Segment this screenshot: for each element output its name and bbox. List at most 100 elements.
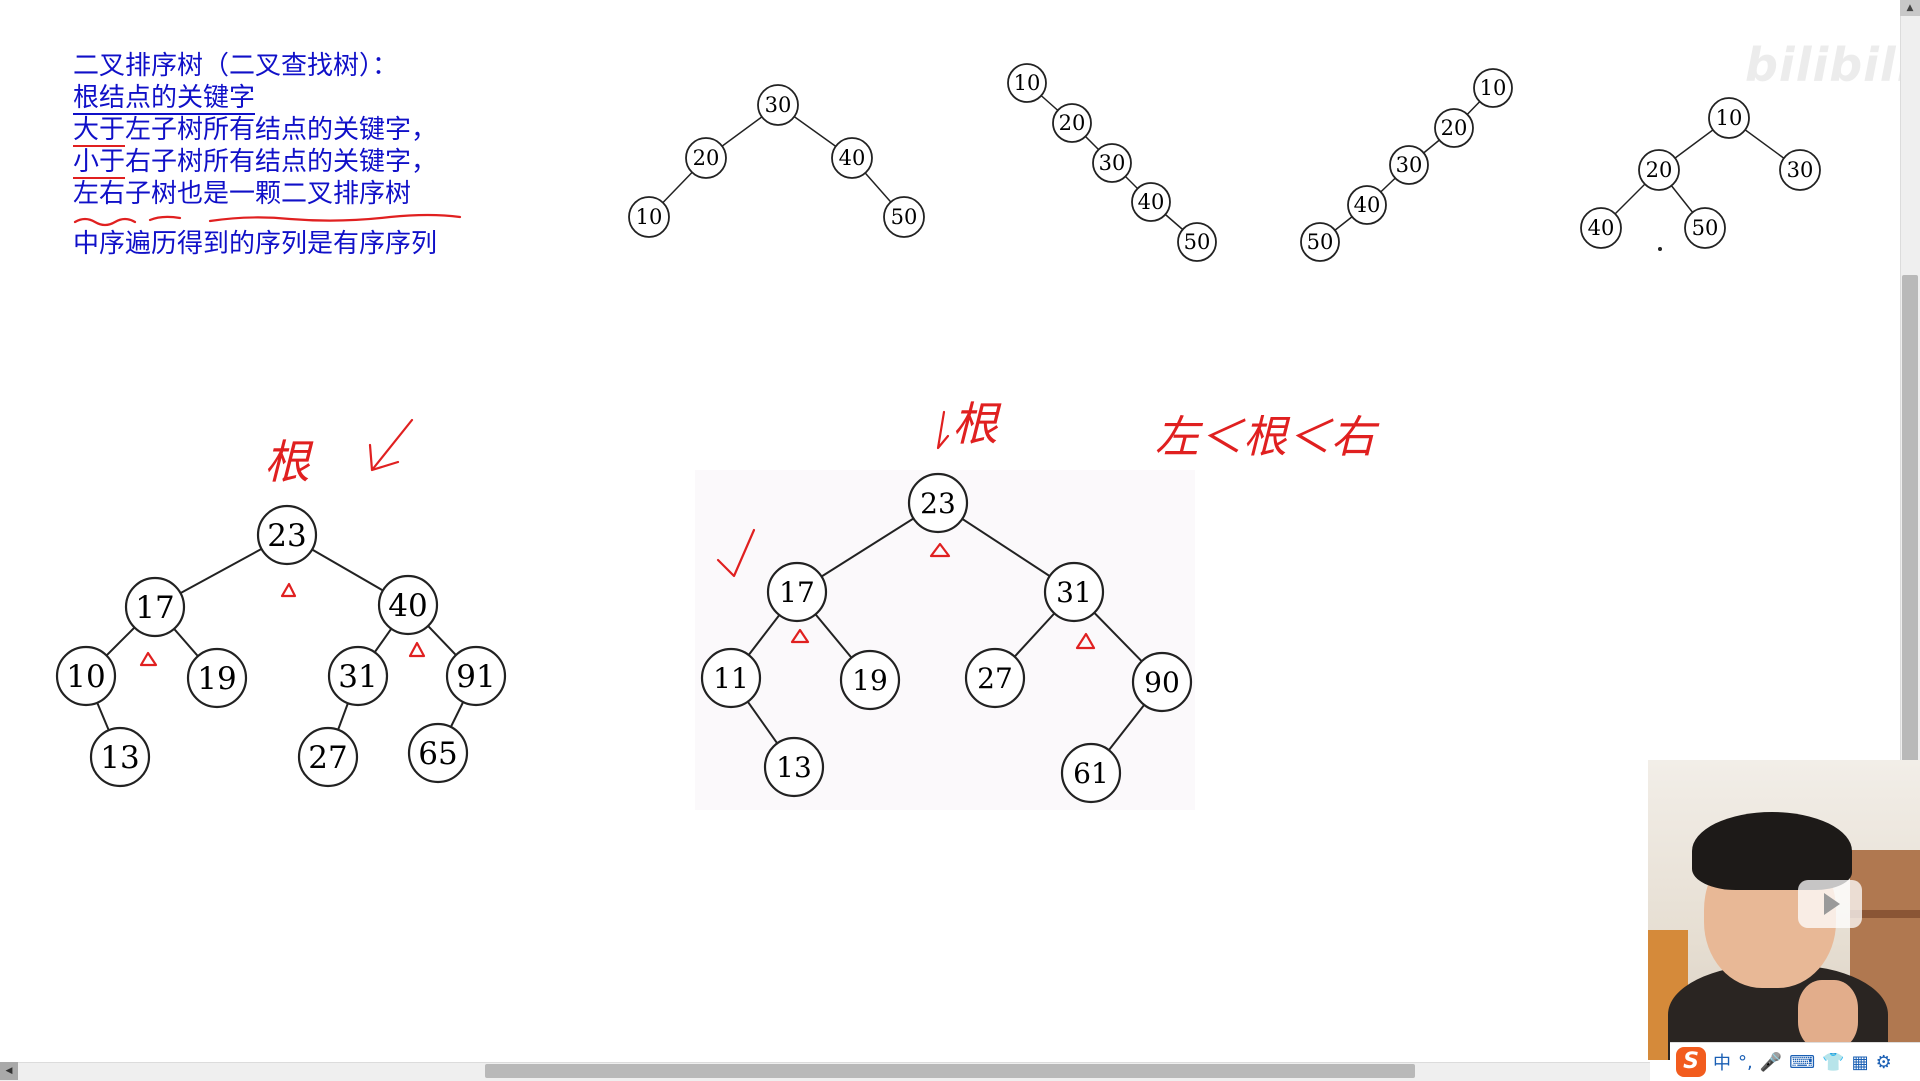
definition-line-3: 小于右子树所有结点的关键字， [73,146,438,179]
tree-node: 19 [186,647,248,709]
node-label: 20 [1646,158,1673,182]
tree-example-a: 23 17 40 10 19 31 91 13 27 65 [55,504,507,788]
tree-node: 50 [1684,207,1726,249]
tree-node: 40 [831,137,873,179]
inorder-note: 中序遍历得到的序列是有序序列 [73,229,438,259]
arrow-mark-icon [936,410,950,450]
tree-node: 11 [700,647,762,709]
definition-title: 二叉排序树（二叉查找树）： [73,51,399,81]
tree-node: 30 [1092,143,1132,183]
tree-node: 30 [1779,149,1821,191]
node-label: 65 [418,736,457,772]
tree-node: 40 [1131,182,1171,222]
tree-node: 20 [1638,149,1680,191]
ime-language-toggle[interactable]: 中 [1713,1053,1731,1074]
node-label: 50 [1307,230,1334,254]
tree-node: 31 [327,645,389,707]
node-label: 20 [1441,116,1468,140]
node-label: 50 [1692,216,1719,240]
tree-node: 20 [1052,103,1092,143]
tree-node: 13 [763,736,825,798]
triangle-mark-icon [139,651,158,667]
node-label: 17 [135,590,174,626]
check-mark-icon [716,528,756,578]
tree-node: 27 [964,647,1026,709]
node-label: 11 [713,662,749,695]
tree-node: 10 [1708,97,1750,139]
wavy-underline [73,213,462,227]
triangle-mark-icon [280,582,297,598]
node-label: 23 [267,518,306,554]
node-label: 91 [456,659,495,695]
node-label: 31 [338,659,377,695]
tree-node: 90 [1131,651,1193,713]
definition-line-1-text: 根结点的关键字 [73,83,256,115]
tree-node: 40 [377,574,439,636]
scroll-up-arrow-icon[interactable]: ▲ [1900,0,1920,16]
tree-node: 50 [1177,222,1217,262]
microphone-icon[interactable]: 🎤 [1759,1051,1783,1073]
skin-icon[interactable]: 👕 [1822,1051,1845,1073]
tree-node: 13 [89,726,151,788]
node-label: 61 [1073,757,1109,790]
definition-line-1: 根结点的关键字 [73,82,437,115]
tree-node: 19 [839,649,901,711]
sogou-logo-icon[interactable]: S [1676,1047,1706,1077]
settings-icon[interactable]: ⚙ [1875,1051,1892,1073]
apps-grid-icon[interactable]: ▦ [1851,1051,1869,1073]
tree-node: 10 [1007,63,1047,103]
node-label: 20 [1059,111,1086,135]
tree-node: 20 [1434,108,1474,148]
tree-node: 10 [55,645,117,707]
tree-node: 40 [1580,207,1622,249]
tree-balanced: 30 20 40 10 50 [628,84,925,238]
node-label: 40 [1138,190,1165,214]
node-label: 50 [1184,230,1211,254]
scroll-left-arrow-icon[interactable]: ◀ [0,1062,18,1080]
definition-line-4-text: 左右子树也是一颗二叉排序树 [73,179,412,209]
node-label: 20 [693,146,720,170]
definition-line-4: 左右子树也是一颗二叉排序树 [73,178,437,210]
play-icon[interactable] [1798,880,1862,928]
tree-node: 17 [766,561,828,623]
triangle-mark-icon [929,542,951,558]
root-label-left: 根 [264,435,314,489]
node-label: 10 [1480,76,1507,100]
red-annotations [73,213,1096,667]
node-label: 90 [1144,666,1180,699]
whiteboard-canvas: 30 20 40 10 50 10 20 30 40 50 10 20 30 4… [55,63,1821,804]
keyboard-icon[interactable]: ⌨ [1789,1051,1816,1073]
node-label: 10 [1716,106,1743,130]
node-label: 50 [891,205,918,229]
tree-node: 65 [407,722,469,784]
definition-line-3-rest: 右子树所有结点的关键字， [125,147,438,177]
definition-greater-than: 大于 [73,115,126,147]
tree-node: 23 [256,504,318,566]
ime-toolbar: S 中 °, 🎤 ⌨ 👕 ▦ ⚙ [1670,1042,1920,1081]
node-label: 27 [977,662,1013,695]
tree-node: 31 [1043,561,1105,623]
tree-node: 27 [297,726,359,788]
node-label: 19 [852,664,888,697]
node-label: 30 [1787,158,1814,182]
node-label: 10 [636,205,663,229]
node-label: 13 [776,751,812,784]
bilibili-watermark: bilibili [1745,38,1914,92]
root-label-middle: 根 [952,397,1002,451]
definition-line-2-rest: 左子树所有结点的关键字， [125,115,438,145]
node-label: 40 [388,588,427,624]
red-annotation-text: 根 根 左＜根＜右 [264,397,1380,489]
tree-node: 50 [883,196,925,238]
tree-node: 10 [628,196,670,238]
node-label: 31 [1056,576,1092,609]
tree-node: 20 [685,137,727,179]
tree-node: 91 [445,645,507,707]
presenter-hand [1798,980,1858,1050]
ime-punctuation-toggle[interactable]: °, [1738,1051,1753,1073]
triangle-mark-icon [790,628,810,644]
definition-line-2: 大于左子树所有结点的关键字， [73,114,438,147]
node-label: 19 [197,661,236,697]
horizontal-scroll-thumb[interactable] [485,1064,1415,1078]
node-label: 40 [1354,193,1381,217]
tree-invalid: 10 20 30 40 50 [1580,97,1821,251]
